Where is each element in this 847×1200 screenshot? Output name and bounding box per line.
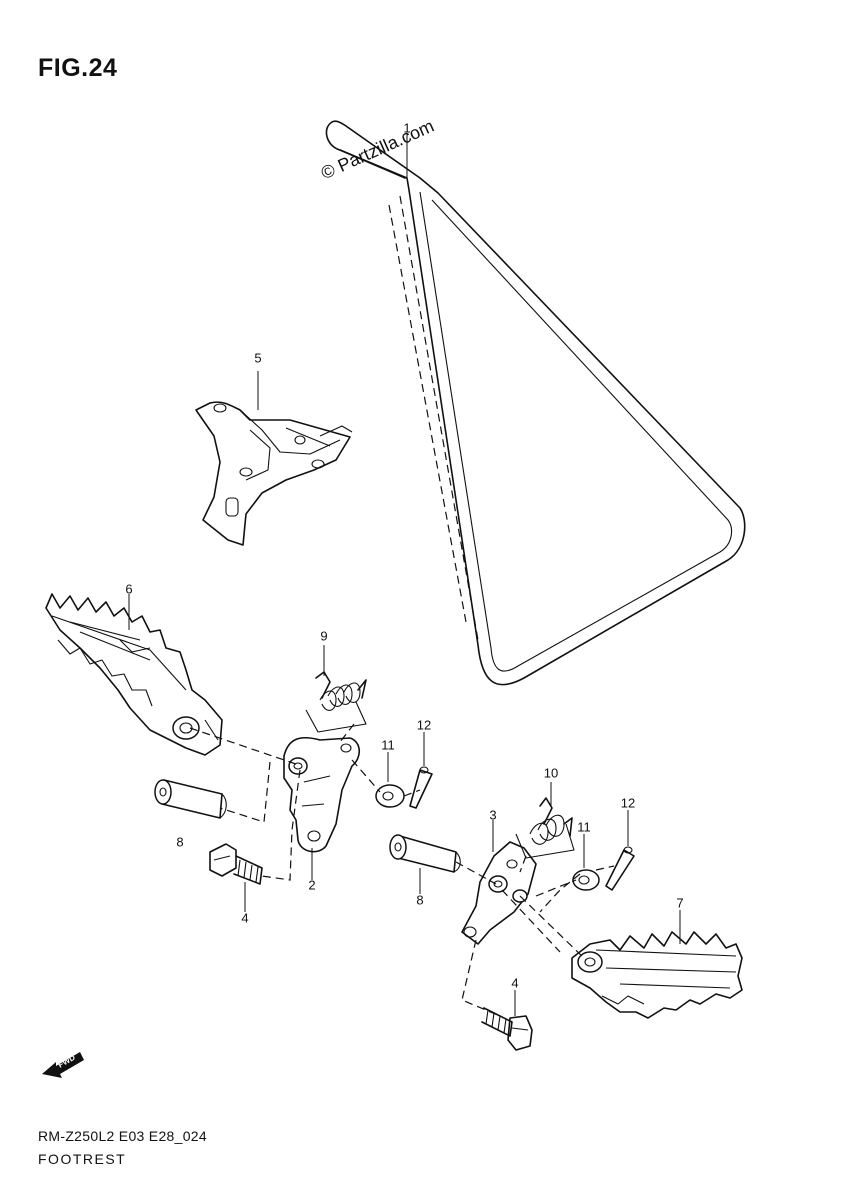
footpeg-part-7 bbox=[571, 931, 743, 1019]
spring-part-9 bbox=[305, 671, 367, 733]
diagram-name: FOOTREST bbox=[38, 1151, 127, 1167]
bracket-part-5 bbox=[195, 401, 353, 546]
callout-2: 2 bbox=[308, 877, 316, 893]
callout-6: 6 bbox=[125, 581, 133, 597]
callout-9: 9 bbox=[320, 628, 328, 644]
pivot-pin-part-8-right bbox=[389, 834, 461, 873]
callout-10: 10 bbox=[543, 765, 559, 781]
bolt-part-4-left bbox=[209, 843, 263, 885]
diagram-code: RM-Z250L2 E03 E28_024 bbox=[38, 1128, 207, 1144]
callout-4-right: 4 bbox=[511, 975, 519, 991]
spring-part-10 bbox=[515, 797, 575, 859]
cotter-pin-part-12-right bbox=[605, 846, 635, 891]
bolt-part-4-right bbox=[481, 1007, 533, 1051]
callout-leaders bbox=[128, 133, 681, 1016]
callout-3: 3 bbox=[489, 807, 497, 823]
footpeg-part-6 bbox=[45, 593, 223, 756]
callout-1: 1 bbox=[403, 120, 411, 136]
washer-part-11-left bbox=[375, 784, 405, 808]
callout-5: 5 bbox=[254, 350, 262, 366]
pivot-pin-part-8-left bbox=[154, 779, 227, 819]
callout-8-left: 8 bbox=[176, 834, 184, 850]
callout-11-right: 11 bbox=[577, 819, 591, 835]
callout-12-left: 12 bbox=[416, 717, 432, 733]
callout-8-right: 8 bbox=[416, 892, 424, 908]
side-stand-part-1 bbox=[325, 120, 746, 686]
fwd-arrow-icon: FWD bbox=[42, 1052, 84, 1078]
washer-part-11-right bbox=[572, 869, 600, 891]
callout-12-right: 12 bbox=[620, 795, 636, 811]
callout-7: 7 bbox=[676, 895, 684, 911]
callout-11-left: 11 bbox=[381, 737, 395, 753]
footpeg-bracket-part-2 bbox=[283, 736, 361, 853]
callout-4-left: 4 bbox=[241, 910, 249, 926]
figure-title: FIG.24 bbox=[38, 54, 118, 82]
cotter-pin-part-12-left bbox=[409, 766, 433, 809]
assembly-lines bbox=[189, 723, 615, 1017]
